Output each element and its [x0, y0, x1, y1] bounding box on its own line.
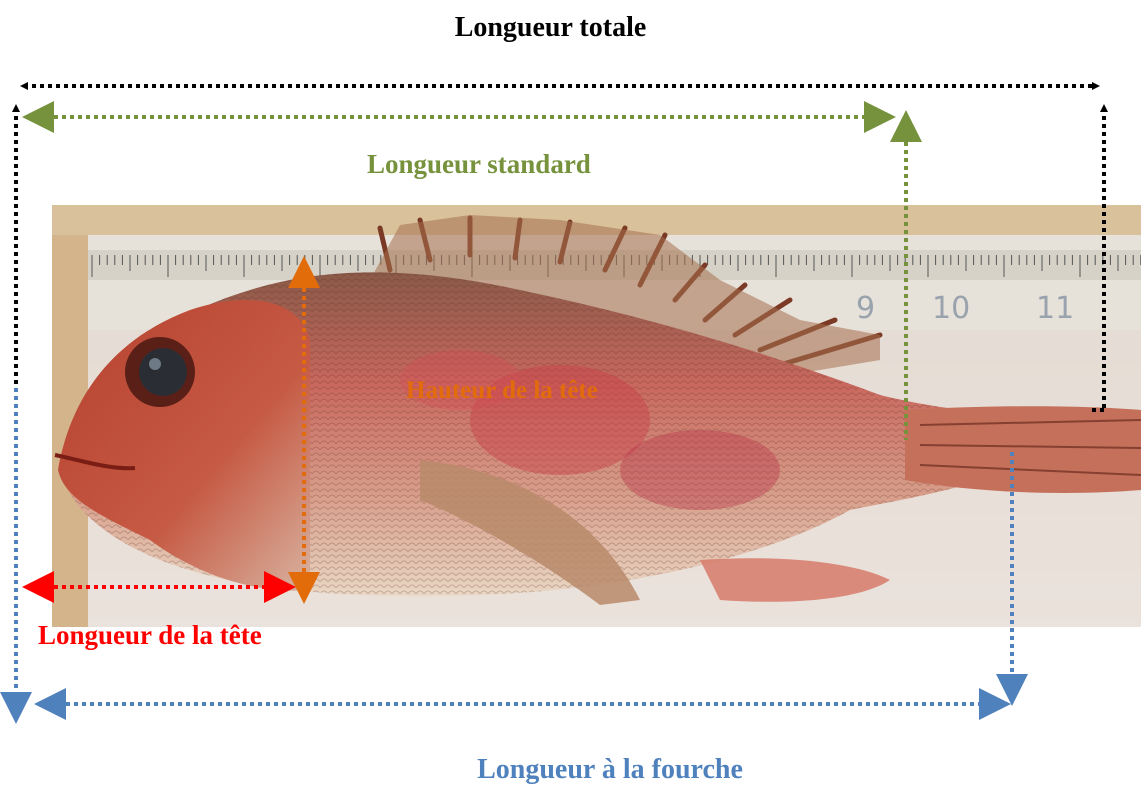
standard-length-label: Longueur standard	[367, 151, 591, 178]
head-height-label: Hauteur de la tête	[406, 378, 598, 403]
ruler-number-10: 10	[932, 291, 970, 326]
ruler-number-9: 9	[856, 291, 875, 326]
fork-length-label: Longueur à la fourche	[0, 756, 1141, 784]
caudal-fin	[905, 406, 1141, 493]
fish-photo: 9 10 11	[52, 205, 1141, 627]
head-length-label: Longueur de la tête	[38, 622, 262, 649]
total-length-label: Longueur totale	[0, 14, 1101, 42]
ruler-number-11: 11	[1036, 291, 1074, 326]
